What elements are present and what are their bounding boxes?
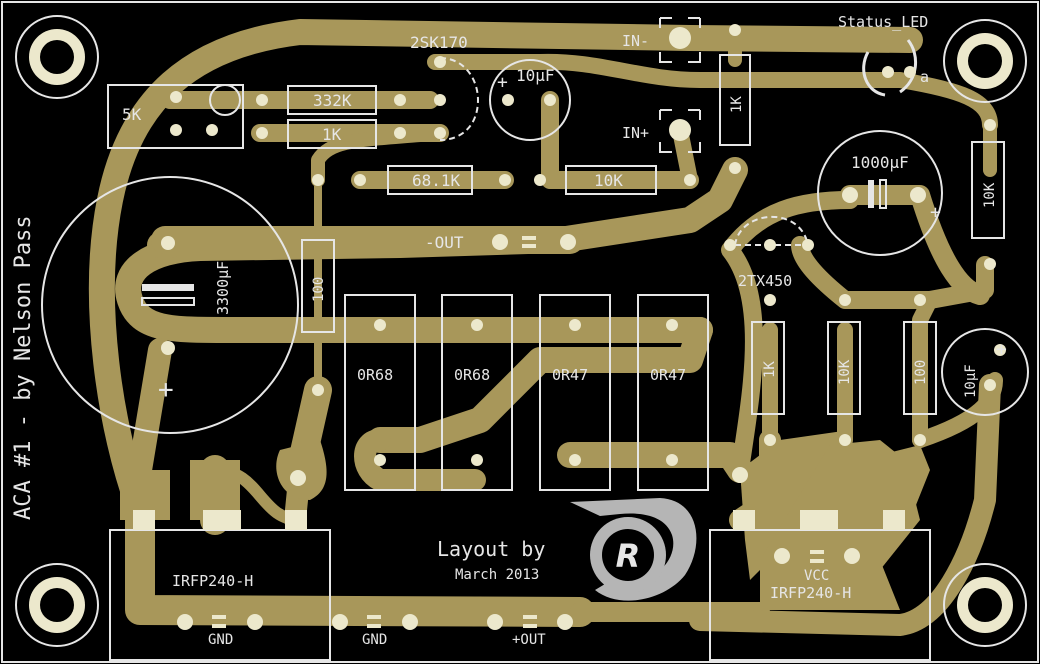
label-68k: 68.1K bbox=[412, 171, 461, 190]
power-resistor-0r68-a-outline bbox=[344, 294, 416, 491]
polarity-10u-top: + bbox=[497, 72, 508, 93]
label-led-anode: a bbox=[920, 68, 929, 86]
cap-10u-right-outline bbox=[941, 328, 1029, 416]
label-out-plus: +OUT bbox=[512, 632, 546, 648]
label-in-minus: IN- bbox=[622, 32, 649, 50]
cap-1000u-outline bbox=[817, 130, 943, 256]
label-0r47-a: 0R47 bbox=[552, 366, 588, 384]
label-0r68-a: 0R68 bbox=[357, 366, 393, 384]
layout-logo: R bbox=[570, 498, 697, 601]
power-resistor-0r68-b-outline bbox=[441, 294, 513, 491]
pads bbox=[133, 24, 1006, 630]
trimmer-outline bbox=[107, 84, 244, 149]
label-out-minus: -OUT bbox=[425, 233, 464, 252]
resistor-10k-lower-outline bbox=[827, 321, 861, 415]
label-2sk170: 2SK170 bbox=[410, 33, 468, 52]
label-10u-top: 10µF bbox=[516, 66, 555, 85]
logo-letter: R bbox=[616, 537, 641, 575]
label-ztx450: 2TX450 bbox=[738, 272, 792, 290]
board-title: ACA #1 - by Nelson Pass bbox=[11, 215, 36, 520]
polarity-3300u: + bbox=[158, 375, 174, 405]
label-0r47-b: 0R47 bbox=[650, 366, 686, 384]
mount-hole-top-left bbox=[15, 15, 99, 99]
label-irfp240-right: IRFP240-H bbox=[770, 584, 851, 602]
resistor-100-left-outline bbox=[301, 239, 335, 333]
label-3300u: 3300µF bbox=[214, 261, 232, 315]
copper-pours bbox=[120, 430, 930, 610]
resistor-10k-mid-outline bbox=[565, 165, 657, 195]
label-10k-mid: 10K bbox=[594, 171, 623, 190]
mounting-holes bbox=[15, 15, 1027, 647]
cap-3300u-outline bbox=[41, 176, 299, 434]
resistor-68k-outline bbox=[387, 165, 473, 195]
resistor-1k-lower-outline bbox=[751, 321, 785, 415]
polarity-1000u: + bbox=[930, 202, 941, 223]
label-100-left: 100 bbox=[311, 277, 327, 302]
layout-credit: Layout by bbox=[437, 537, 545, 561]
label-332k: 332K bbox=[313, 91, 352, 110]
label-10k-lower: 10K bbox=[837, 359, 853, 385]
cap-10u-top-outline bbox=[489, 59, 571, 141]
label-gnd-mid: GND bbox=[362, 632, 387, 648]
label-status-led: Status_LED bbox=[838, 13, 928, 31]
label-0r68-b: 0R68 bbox=[454, 366, 490, 384]
resistor-332k-outline bbox=[287, 85, 377, 115]
mount-hole-bottom-left bbox=[15, 563, 99, 647]
resistor-100-lower-outline bbox=[903, 321, 937, 415]
power-resistor-0r47-a-outline bbox=[539, 294, 611, 491]
resistor-1k-top-outline bbox=[287, 119, 377, 149]
layout-date: March 2013 bbox=[455, 567, 539, 583]
label-gnd-left: GND bbox=[208, 632, 233, 648]
label-10k-right: 10K bbox=[982, 182, 998, 208]
label-1k-vert: 1K bbox=[729, 96, 745, 113]
label-vcc: VCC bbox=[804, 568, 829, 584]
label-irfp240-left: IRFP240-H bbox=[172, 572, 253, 590]
resistor-1k-vert-outline bbox=[719, 54, 751, 146]
label-in-plus: IN+ bbox=[622, 124, 649, 142]
label-1k-lower: 1K bbox=[762, 361, 778, 378]
capacitor-symbols bbox=[141, 179, 887, 306]
label-1000u: 1000µF bbox=[851, 153, 909, 172]
label-1k-top: 1K bbox=[322, 125, 342, 144]
label-100-lower: 100 bbox=[913, 360, 929, 385]
power-resistor-0r47-b-outline bbox=[637, 294, 709, 491]
silkscreen-labels: ACA #1 - by Nelson Pass Layout by March … bbox=[11, 13, 1007, 648]
polarity-10u-right: + bbox=[996, 339, 1007, 360]
mount-hole-bottom-right bbox=[943, 563, 1027, 647]
label-10u-right: 10µF bbox=[963, 364, 979, 398]
label-5k: 5K bbox=[122, 105, 142, 124]
resistor-10k-right-outline bbox=[971, 141, 1005, 239]
mount-hole-top-right bbox=[943, 19, 1027, 103]
